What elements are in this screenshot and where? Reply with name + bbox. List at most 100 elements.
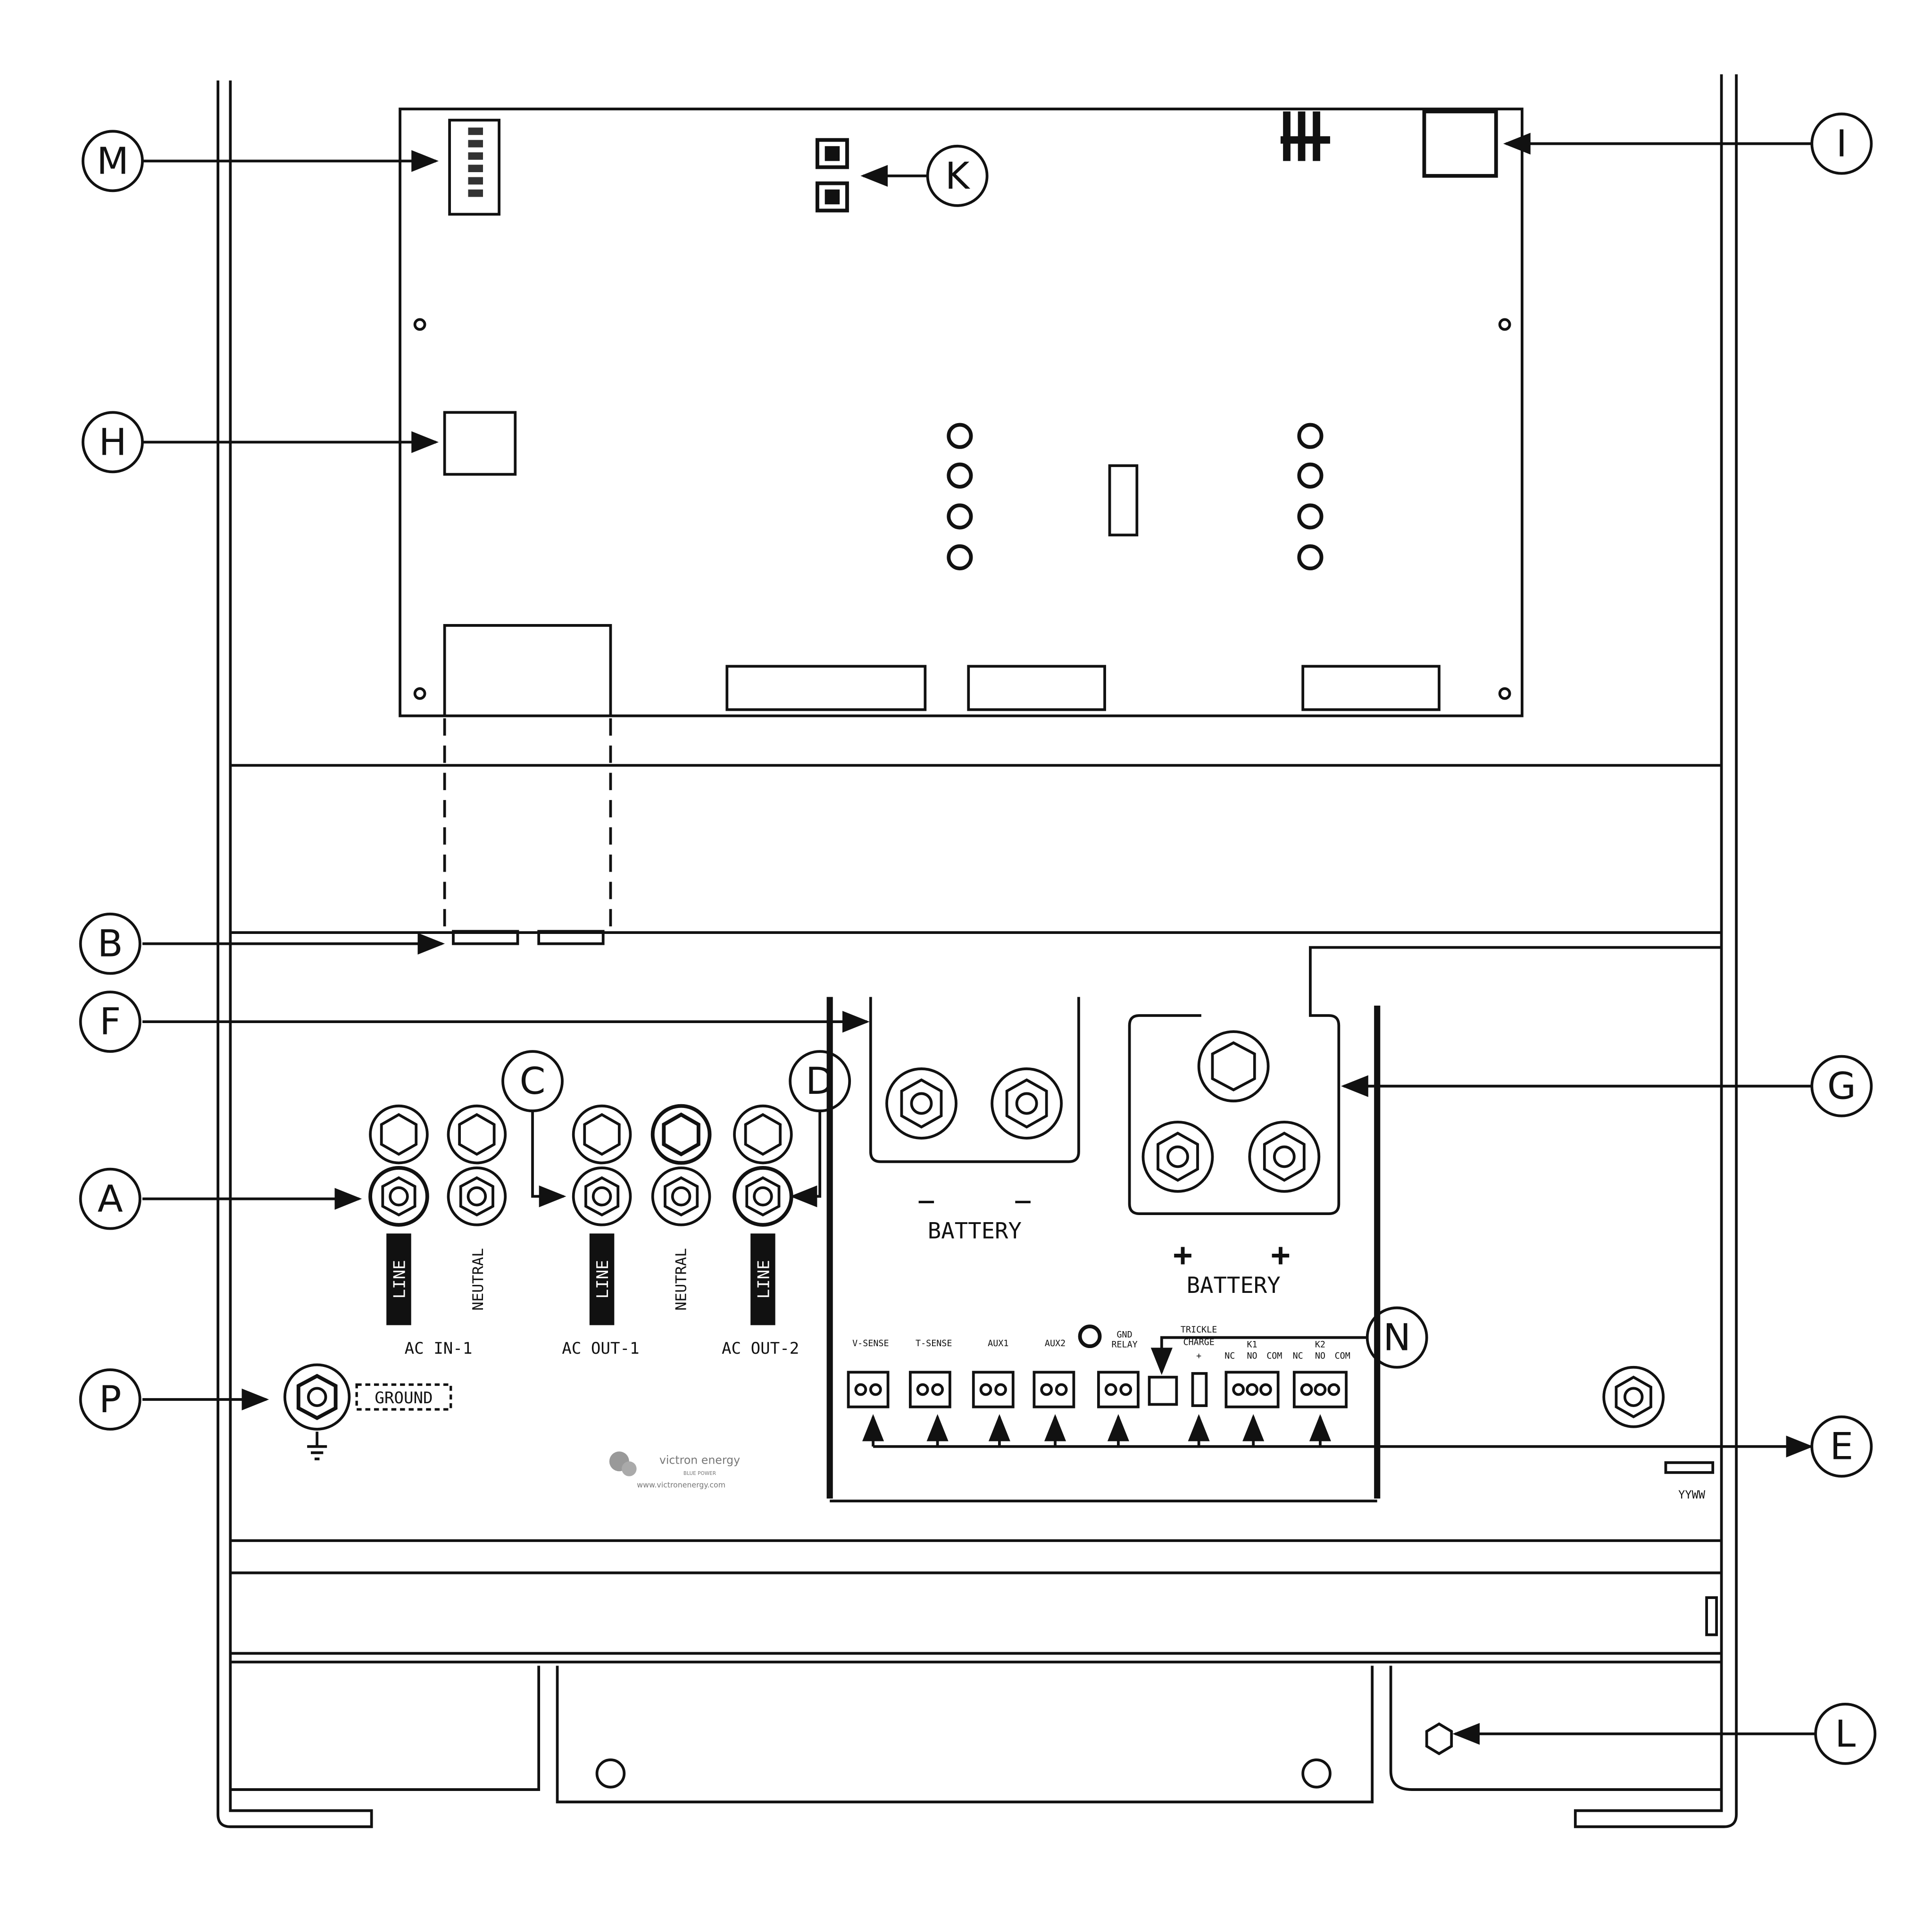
battery-negative-bolt [885, 1067, 958, 1140]
callout-label: K [945, 154, 971, 198]
enclosure [217, 74, 1738, 1828]
k1-label: K1 [1247, 1340, 1257, 1350]
k2-label: K2 [1315, 1340, 1325, 1350]
callout-I: I [1810, 112, 1873, 175]
callout-label: E [1830, 1425, 1853, 1468]
callout-A: A [79, 1167, 142, 1230]
callout-leaders [142, 133, 1815, 1745]
battery-neg-sign: − [917, 1184, 935, 1218]
logo-tagline: BLUE POWER [683, 1471, 716, 1476]
aux1-label: AUX1 [988, 1339, 1008, 1349]
date-code-sticker: YYWW [1664, 1461, 1715, 1501]
ac-in-1-label: AC IN-1 [405, 1339, 473, 1358]
no-label: NO [1315, 1351, 1325, 1361]
battery-positive-bolt [1141, 1120, 1214, 1193]
callout-D: D [789, 1050, 851, 1113]
dip-switch-M [448, 118, 501, 216]
battery-neg-sign: − [1014, 1184, 1032, 1218]
battery-pos-sign: + [1271, 1236, 1290, 1274]
control-board [399, 108, 1524, 945]
ac-terminals: LINE LINE LINE NEUTRAL NEUTRAL AC IN-1 A… [368, 1104, 799, 1358]
leds-right [1297, 423, 1324, 571]
neutral-label-out1: NEUTRAL [673, 1248, 690, 1311]
callout-G: G [1810, 1055, 1873, 1117]
battery-positive-bolt [1248, 1120, 1321, 1193]
dip-switch-slots [468, 127, 483, 197]
com-label: COM [1335, 1351, 1350, 1361]
callout-label: H [99, 420, 126, 464]
ground-label: GROUND [375, 1389, 433, 1407]
ac-out-1-label: AC OUT-1 [562, 1339, 639, 1358]
victron-logo: victron energy BLUE POWER www.victronene… [609, 1451, 740, 1489]
callout-label: I [1836, 122, 1847, 166]
callout-N: N [1366, 1306, 1428, 1369]
connector-B1 [452, 930, 519, 945]
trickle-charge-terminal [1191, 1372, 1208, 1407]
battery-negative-bolt [991, 1067, 1063, 1140]
callout-label: L [1835, 1712, 1856, 1756]
battery-positive-label: BATTERY [1187, 1273, 1281, 1299]
neutral-label-in1: NEUTRAL [470, 1248, 487, 1311]
callout-C: C [501, 1050, 564, 1113]
battery-area: − − BATTERY + + BATTERY [826, 946, 1722, 1503]
com-label: COM [1266, 1351, 1282, 1361]
callout-label: P [99, 1378, 122, 1421]
leds-left [947, 423, 973, 571]
battery-positive-bolt [1197, 1030, 1270, 1103]
callout-label: G [1827, 1065, 1856, 1108]
trickle-charge-label: TRICKLE [1181, 1325, 1217, 1335]
header-pins [1280, 111, 1330, 161]
callout-label: B [98, 922, 123, 966]
battery-pos-sign: + [1173, 1236, 1192, 1274]
callout-F: F [79, 991, 142, 1053]
callout-label: N [1383, 1316, 1411, 1359]
aux2-label: AUX2 [1045, 1339, 1066, 1349]
v-sense-label: V-SENSE [852, 1339, 889, 1349]
ground-terminal: GROUND [283, 1363, 452, 1460]
line-label-out1: LINE [593, 1260, 612, 1299]
plus-label: + [1196, 1351, 1201, 1361]
2-pin-connectors [847, 1371, 1140, 1408]
callout-label: F [100, 1000, 121, 1043]
button-K1 [815, 138, 849, 169]
temp-sensor-hole [1078, 1324, 1102, 1349]
chassis-bolt [1602, 1366, 1665, 1428]
callout-B: B [79, 912, 142, 975]
callout-label: M [97, 139, 129, 183]
gnd-relay-label: RELAY [1111, 1340, 1137, 1350]
nc-label: NC [1293, 1351, 1303, 1361]
fuse [1108, 464, 1139, 537]
line-labels: LINE LINE LINE NEUTRAL NEUTRAL [386, 1233, 775, 1325]
callout-K: K [926, 144, 989, 207]
t-sense-label: T-SENSE [916, 1339, 952, 1349]
callout-M: M [82, 130, 144, 192]
battery-negative-label: BATTERY [928, 1218, 1022, 1244]
line-label-in1: LINE [391, 1260, 409, 1299]
callout-E: E [1810, 1415, 1873, 1478]
logo-url: www.victronenergy.com [637, 1480, 725, 1489]
callout-H: H [82, 411, 144, 474]
no-label: NO [1247, 1351, 1257, 1361]
dip-switch-N [1148, 1375, 1178, 1406]
gnd-relay-label: GND [1116, 1330, 1132, 1340]
callout-label: C [520, 1059, 546, 1103]
date-code: YYWW [1678, 1488, 1706, 1501]
callout-L: L [1814, 1702, 1877, 1765]
rj45-port-H [443, 411, 517, 476]
callout-label: A [98, 1177, 123, 1221]
nc-label: NC [1224, 1351, 1235, 1361]
rj45-port-I [1422, 109, 1498, 178]
terminal-arrows [862, 1414, 1332, 1447]
callout-label: D [806, 1059, 834, 1103]
terminal-block: V-SENSE T-SENSE AUX1 AUX2 GND RELAY TRIC… [847, 1324, 1814, 1457]
line-label-out2: LINE [755, 1260, 774, 1299]
logo-brand: victron energy [659, 1454, 740, 1467]
button-K2 [815, 181, 849, 213]
trickle-charge-label: CHARGE [1183, 1337, 1214, 1347]
connector-B2 [537, 930, 605, 945]
ac-out-2-label: AC OUT-2 [722, 1339, 799, 1358]
callout-P: P [79, 1368, 142, 1431]
callouts: M K I H B F C D G A N P E L [79, 112, 1877, 1765]
